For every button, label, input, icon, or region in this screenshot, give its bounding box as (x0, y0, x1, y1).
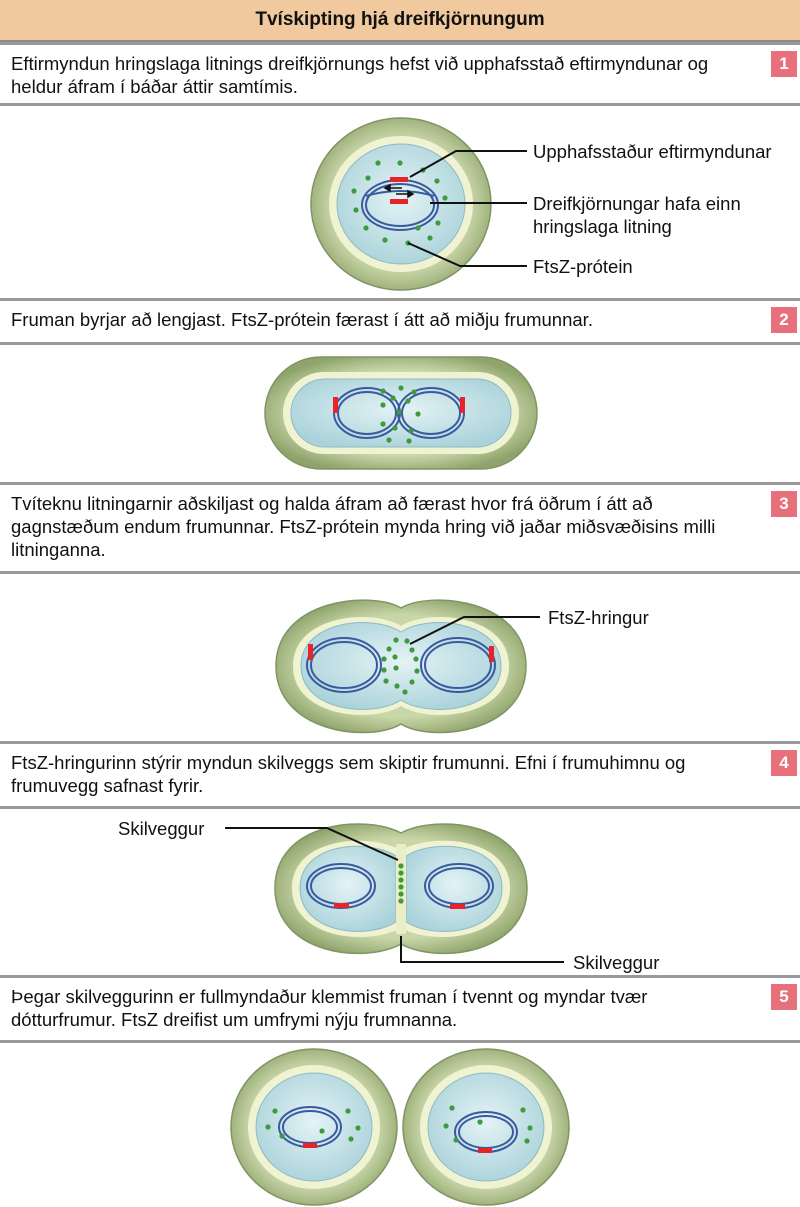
ftsz-dots-2 (380, 385, 421, 444)
origin-left-4 (334, 903, 349, 908)
step-5-bar: Þegar skilveggurinn er fullmyndaður klem… (0, 975, 800, 1043)
daughter-cell-right (402, 1048, 570, 1206)
origin-daughter-left (303, 1143, 317, 1148)
stage-3-chromosomes (306, 637, 496, 693)
origin-right-2 (460, 397, 465, 413)
ftsz-ring-dots (381, 637, 420, 695)
stage-3-cell (275, 599, 527, 734)
stage-1-leaders (407, 150, 527, 267)
label-origin: Upphafsstaður eftirmyndunar (533, 141, 772, 162)
stage-4-leaders (225, 827, 564, 963)
step-3-text: Tvíteknu litningarnir aðskiljast og hald… (11, 493, 716, 560)
step-2-badge: 2 (771, 307, 797, 333)
label-chromosome-line2: hringslaga litning (533, 216, 672, 237)
step-5-text: Þegar skilveggurinn er fullmyndaður klem… (11, 986, 648, 1030)
origin-marker-bottom (390, 199, 408, 204)
origin-right-3 (489, 646, 494, 662)
step-3-bar: Tvíteknu litningarnir aðskiljast og hald… (0, 482, 800, 574)
stage-1-cell (310, 117, 492, 291)
step-4-bar: FtsZ-hringurinn stýrir myndun skilveggs … (0, 741, 800, 809)
label-chromosome-line1: Dreifkjörnungar hafa einn (533, 193, 741, 214)
origin-daughter-right (478, 1148, 492, 1153)
stage-2-cell (264, 356, 538, 470)
label-septum-top: Skilveggur (118, 818, 204, 839)
step-2-bar: Fruman byrjar að lengjast. FtsZ-prótein … (0, 298, 800, 345)
step-1-bar: Eftirmyndun hringslaga litnings dreifkjö… (0, 42, 800, 106)
origin-left-2 (333, 397, 338, 413)
step-1-text: Eftirmyndun hringslaga litnings dreifkjö… (11, 53, 709, 97)
ftsz-dots-5-left (265, 1108, 361, 1142)
replication-arrows (383, 183, 415, 199)
label-ftsz-ring: FtsZ-hringur (548, 607, 649, 628)
ftsz-septum-dots (398, 863, 404, 904)
leader-ftsz-ring (409, 616, 540, 645)
step-4-text: FtsZ-hringurinn stýrir myndun skilveggs … (11, 752, 686, 796)
daughter-cell-left (230, 1048, 398, 1206)
step-3-badge: 3 (771, 491, 797, 517)
label-septum-bottom: Skilveggur (573, 952, 659, 973)
step-5-badge: 5 (771, 984, 797, 1010)
page-title: Tvískipting hjá dreifkjörnungum (0, 0, 800, 42)
step-2-text: Fruman byrjar að lengjast. FtsZ-prótein … (11, 309, 593, 330)
ftsz-dots-5-right (443, 1105, 533, 1144)
label-ftsz-protein: FtsZ-prótein (533, 256, 633, 277)
origin-right-4 (450, 904, 465, 909)
origin-left-3 (308, 644, 313, 660)
stage-4-cell (274, 823, 528, 955)
origin-marker-top (390, 177, 408, 182)
step-4-badge: 4 (771, 750, 797, 776)
step-1-badge: 1 (771, 51, 797, 77)
